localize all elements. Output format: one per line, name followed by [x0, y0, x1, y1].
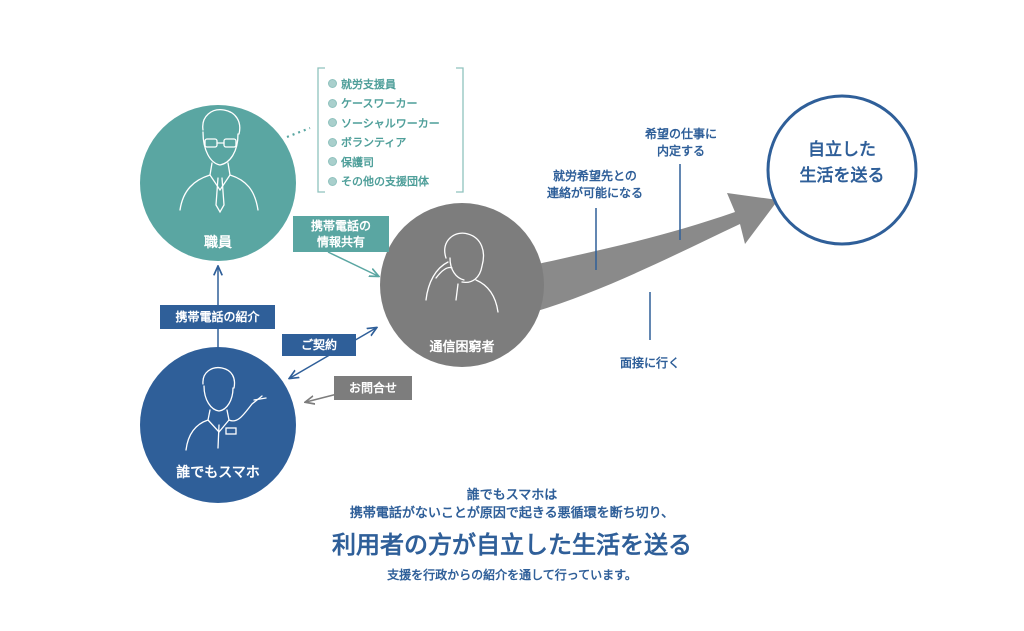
interview-milestone: 面接に行く: [619, 356, 680, 370]
bottom-line1: 誰でもスマホは: [466, 488, 558, 503]
bullet-icon: [328, 79, 337, 89]
phone-share-line2: 情報共有: [316, 235, 365, 249]
list-item: ボランティア: [328, 133, 458, 153]
goal-label-line2: 生活を送る: [799, 165, 885, 186]
bullet-icon: [328, 98, 337, 108]
staff-figure-icon: [179, 109, 259, 214]
inquiry-box: お問合せ: [334, 376, 412, 400]
list-item: ケースワーカー: [328, 94, 458, 114]
user-label: 通信困窮者: [429, 340, 495, 355]
presenter-figure-icon: [185, 366, 267, 451]
list-item: その他の支援団体: [328, 172, 458, 192]
bottom-line3: 支援を行政からの紹介を通して行っています。: [387, 568, 637, 582]
bottom-line2: 携帯電話がないことが原因で起きる悪循環を断ち切り、: [349, 506, 675, 521]
worried-woman-figure-icon: [425, 232, 499, 313]
bullet-icon: [328, 176, 337, 186]
bullet-icon: [328, 137, 337, 147]
list-item: 就労支援員: [328, 74, 458, 94]
phone-share-line1: 携帯電話の: [310, 218, 371, 233]
goal-label: 自立した 生活を送る: [768, 138, 916, 189]
user-circle: [380, 203, 544, 367]
list-bracket-left: [317, 67, 325, 193]
contact-milestone: 就労希望先との 連絡が可能になる: [546, 169, 643, 201]
staff-label: 職員: [204, 235, 232, 251]
contract-box: ご契約: [282, 334, 356, 356]
phone-intro-box: 携帯電話の紹介: [160, 305, 275, 329]
list-item: ソーシャルワーカー: [328, 113, 458, 133]
bullet-icon: [328, 118, 337, 128]
goal-label-line1: 自立した: [808, 140, 876, 160]
job-offer-milestone: 希望の仕事に 内定する: [644, 127, 717, 159]
dare-sumaho-label: 誰でもスマホ: [176, 465, 260, 481]
bullet-icon: [328, 157, 337, 167]
list-connector: [286, 126, 311, 139]
bottom-headline: 利用者の方が自立した生活を送る: [332, 531, 692, 559]
list-bracket-right: [456, 67, 464, 193]
support-list: 就労支援員 ケースワーカー ソーシャルワーカー ボランティア 保護司 その他の支…: [328, 74, 458, 191]
list-item: 保護司: [328, 152, 458, 172]
progress-arrow: [520, 193, 778, 312]
phone-share-arrow: [327, 251, 378, 276]
goal-circle: [766, 94, 918, 246]
dare-sumaho-circle: [140, 347, 296, 503]
phone-share-box: 携帯電話の 情報共有: [293, 216, 389, 252]
